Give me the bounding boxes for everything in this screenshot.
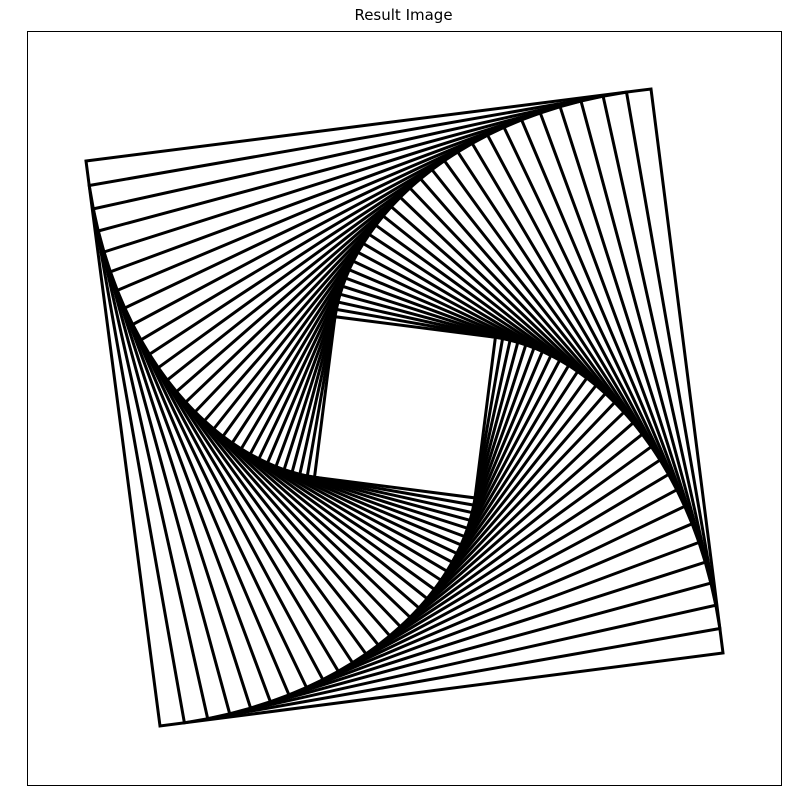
square-5 (102, 104, 708, 710)
square-30 (312, 315, 498, 500)
square-1 (84, 87, 725, 728)
square-14 (174, 176, 636, 638)
square-13 (165, 167, 645, 648)
square-7 (115, 117, 695, 697)
square-25 (273, 276, 536, 539)
square-15 (183, 185, 627, 629)
square-19 (220, 223, 589, 592)
square-17 (202, 204, 608, 611)
square-12 (156, 158, 654, 657)
square-2 (87, 90, 722, 725)
squares-group (84, 87, 725, 728)
square-9 (130, 133, 679, 682)
square-28 (298, 300, 512, 515)
square-11 (147, 149, 663, 665)
square-26 (282, 284, 528, 531)
square-24 (265, 267, 545, 547)
square-29 (305, 307, 505, 507)
square-3 (91, 94, 718, 721)
square-20 (230, 232, 580, 583)
square-4 (96, 99, 713, 716)
square-22 (248, 250, 562, 565)
square-16 (192, 195, 617, 620)
square-6 (108, 111, 701, 704)
square-21 (239, 241, 571, 574)
square-10 (138, 141, 671, 674)
square-23 (256, 259, 553, 556)
square-18 (211, 213, 599, 601)
square-27 (290, 292, 520, 523)
figure-title: Result Image (354, 6, 453, 24)
square-8 (122, 125, 687, 690)
